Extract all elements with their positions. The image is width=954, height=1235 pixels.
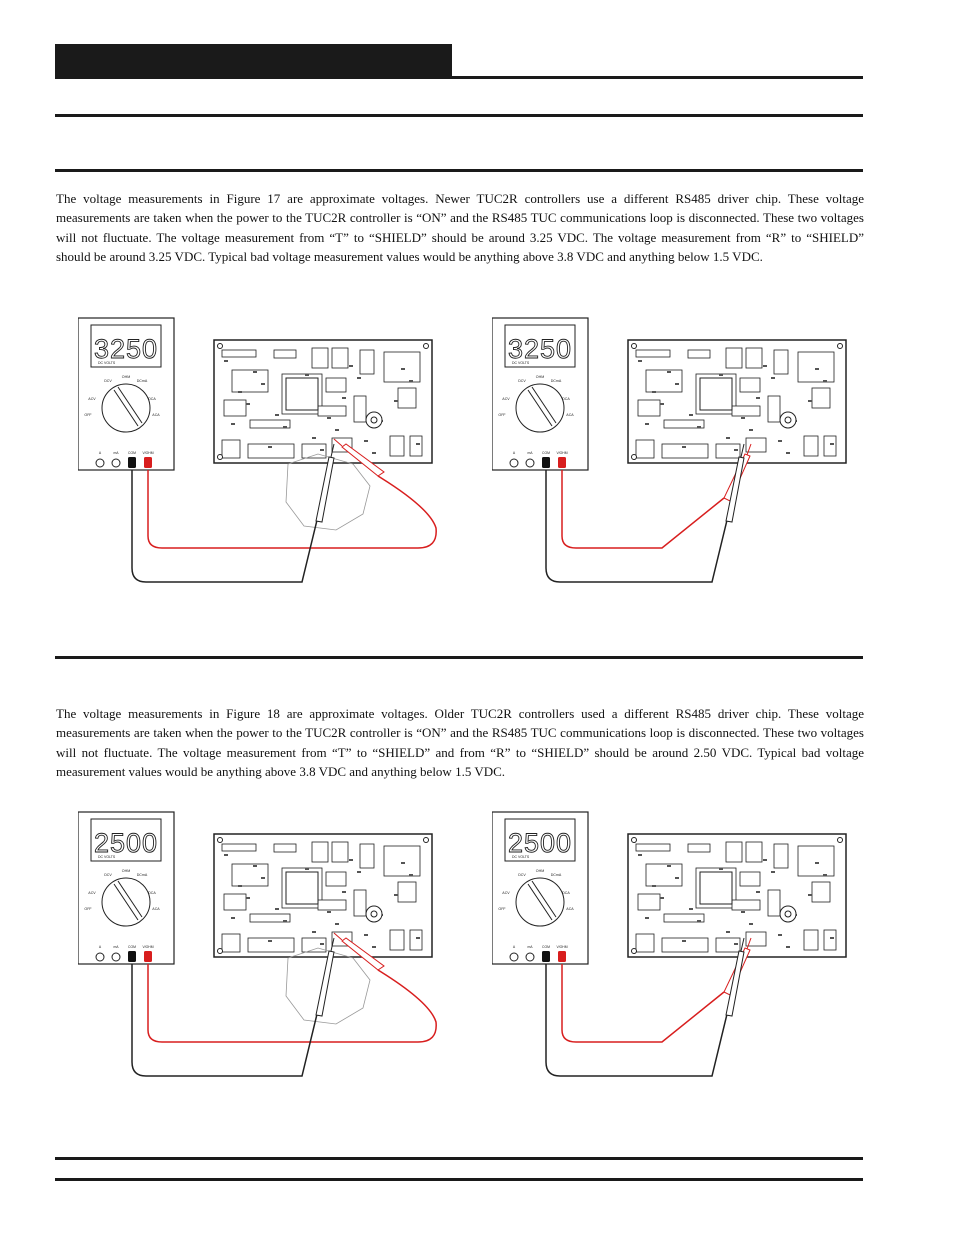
meter-jack-label: A	[513, 945, 516, 949]
meter-range-label: DC VOLTS	[512, 361, 530, 365]
meter-jack-label: A	[99, 945, 102, 949]
meter-range-label: DC VOLTS	[98, 855, 116, 859]
probe-icon	[315, 443, 335, 523]
meter-dial-label: DCA	[562, 397, 570, 401]
paragraph-figure-18: The voltage measurements in Figure 18 ar…	[56, 706, 864, 780]
meter-dial-label: OHM	[122, 375, 130, 379]
test-leads	[131, 438, 437, 583]
meter-dial-label: DCA	[562, 891, 570, 895]
meter-jack-label: COM	[128, 451, 136, 455]
meter-jack-label: mA	[527, 451, 533, 455]
meter-jack-label: COM	[128, 945, 136, 949]
probe-icon	[725, 937, 745, 1017]
meter-jack-label: mA	[113, 945, 119, 949]
probe-icon	[725, 443, 745, 523]
meter-dial-label: OFF	[498, 413, 506, 417]
meter-dial-label: DCmA	[137, 873, 148, 877]
footer-rule-bottom	[55, 1178, 863, 1181]
meter-dial-label: DCV	[104, 379, 112, 383]
circuit-board-icon	[627, 339, 847, 464]
meter-display: 3250	[94, 334, 158, 364]
probe-icon	[315, 937, 335, 1017]
meter-dial-label: OHM	[536, 375, 544, 379]
meter-range-label: DC VOLTS	[512, 855, 530, 859]
meter-jack-label: mA	[113, 451, 119, 455]
meter-jack-label: A	[513, 451, 516, 455]
circuit-board-icon	[213, 833, 433, 958]
meter-dial-label: ACV	[502, 891, 510, 895]
meter-dial-label: DCmA	[551, 379, 562, 383]
probe-icon	[333, 932, 385, 971]
header-bar	[55, 44, 452, 77]
meter-dial-label: DCA	[148, 891, 156, 895]
meter-range-label: DC VOLTS	[98, 361, 116, 365]
meter-jack-label: V/OHM	[556, 945, 567, 949]
meter-dial-label: ACA	[566, 907, 574, 911]
meter-dial-label: OHM	[122, 869, 130, 873]
meter-dial-label: ACA	[152, 907, 160, 911]
circuit-board-icon	[213, 339, 433, 464]
meter-dial-label: DCmA	[137, 379, 148, 383]
meter-dial-label: DCV	[104, 873, 112, 877]
meter-jack-label: V/OHM	[556, 451, 567, 455]
meter-dial-label: ACV	[88, 397, 96, 401]
meter-dial-label: OFF	[84, 907, 92, 911]
meter-jack-label: COM	[542, 451, 550, 455]
meter-jack-label: A	[99, 451, 102, 455]
meter-dial-label: ACV	[502, 397, 510, 401]
meter-dial-label: DCV	[518, 873, 526, 877]
meter-dial-label: DCmA	[551, 873, 562, 877]
probe-icon	[333, 438, 385, 477]
meter-display: 3250	[508, 334, 572, 364]
meter-jack-label: V/OHM	[142, 451, 153, 455]
meter-dial-label: ACV	[88, 891, 96, 895]
footer-rule-top	[55, 1157, 863, 1160]
meter-jack-label: V/OHM	[142, 945, 153, 949]
test-leads	[131, 932, 437, 1077]
meter-jack-label: COM	[542, 945, 550, 949]
section-rule-bottom	[55, 169, 863, 172]
test-leads	[545, 937, 752, 1077]
meter-display: 2500	[94, 828, 158, 858]
meter-jack-label: mA	[527, 945, 533, 949]
test-leads	[545, 443, 752, 583]
section-rule-middle	[55, 656, 863, 659]
header-rule	[55, 76, 863, 79]
meter-dial-label: ACA	[152, 413, 160, 417]
meter-dial-label: DCA	[148, 397, 156, 401]
paragraph-figure-17: The voltage measurements in Figure 17 ar…	[56, 191, 864, 265]
section-rule-top	[55, 114, 863, 117]
meter-dial-label: DCV	[518, 379, 526, 383]
meter-dial-label: OHM	[536, 869, 544, 873]
meter-display: 2500	[508, 828, 572, 858]
meter-dial-label: OFF	[84, 413, 92, 417]
circuit-board-icon	[627, 833, 847, 958]
meter-dial-label: ACA	[566, 413, 574, 417]
meter-dial-label: OFF	[498, 907, 506, 911]
